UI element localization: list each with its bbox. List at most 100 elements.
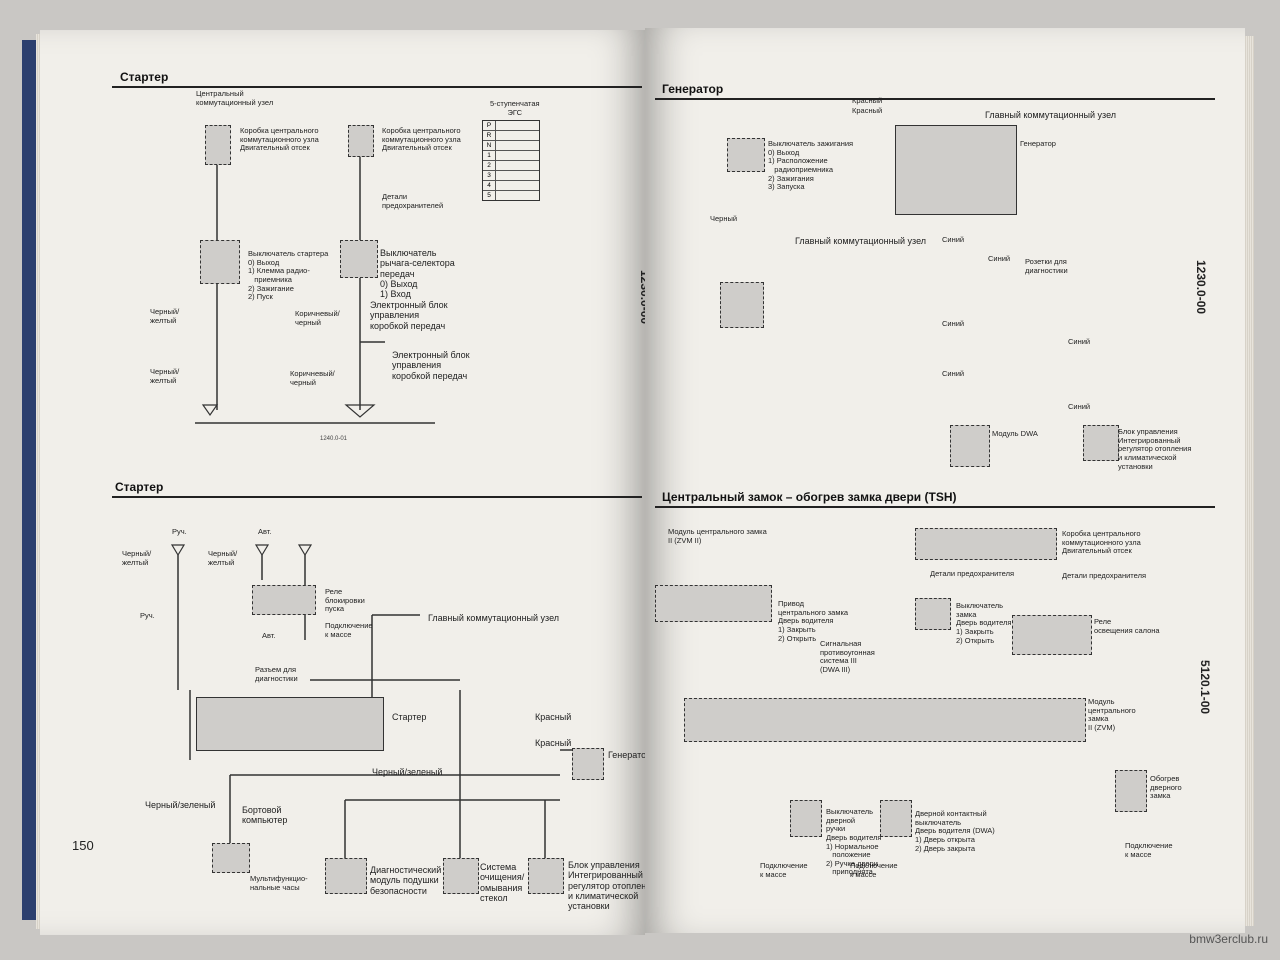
lamp-box <box>720 282 764 328</box>
gear-table-row: 3 <box>483 170 539 180</box>
clock-label: Мультифункцио- нальные часы <box>250 874 308 892</box>
climate-label: Блок управления Интегрированный регулято… <box>568 860 657 912</box>
ground-label: Подключение к массе <box>325 621 373 639</box>
alarm-label: Сигнальная противоугонная система III (D… <box>820 639 875 674</box>
watermark: bmw3erclub.ru <box>1189 932 1268 946</box>
gear-table-row: P <box>483 121 539 130</box>
blue-2: Синий <box>988 254 1011 263</box>
gen-climate-label: Блок управления Интегрированный регулято… <box>1118 427 1192 471</box>
lock-switch-label: Выключатель замка Дверь водителя 1) Закр… <box>956 601 1012 645</box>
zvm-module-bar <box>684 698 1086 742</box>
lock-fuses-label: Детали предохранителя <box>930 569 1015 578</box>
ecu-b-label: Электронный блок управления коробкой пер… <box>392 350 470 381</box>
actuator-box <box>655 585 772 622</box>
gear-table-cell: 3 <box>483 171 496 180</box>
gear-table-title: 5-ступенчатая ЭГС <box>490 99 540 117</box>
contact-label: Дверной контактный выключатель Дверь вод… <box>915 809 995 853</box>
climate-box <box>528 858 564 894</box>
starter-title-2: Стартер <box>115 480 164 494</box>
lock-box-label: Коробка центрального коммутационного узл… <box>1062 529 1141 556</box>
gear-table-cell: R <box>483 131 496 140</box>
wire-d-label: Коричневый/ черный <box>290 369 335 387</box>
computer-box <box>212 843 250 873</box>
selector-switch-label: Выключатель рычага-селектора передач 0) … <box>380 248 455 300</box>
starter-motor-box <box>196 697 384 751</box>
airbag-box <box>325 858 367 894</box>
interior-relay-box <box>1012 615 1092 655</box>
page-number: 150 <box>72 838 94 853</box>
section-rule-3 <box>655 98 1215 100</box>
auto-label: Авт. <box>258 527 272 536</box>
manual-label-2: Руч. <box>140 611 155 620</box>
gear-table-cell: P <box>483 121 496 130</box>
generator-title: Генератор <box>662 82 724 96</box>
generator-label: Генератор <box>608 750 652 760</box>
generator-unit <box>895 125 1017 215</box>
dwa-box <box>950 425 990 467</box>
blue-6: Синий <box>1068 402 1091 411</box>
ign-switch-box <box>727 138 765 172</box>
dwa-label: Модуль DWA <box>992 429 1038 438</box>
fuse-detail-label: Детали предохранителей <box>382 192 444 210</box>
handle-switch-box <box>790 800 822 837</box>
svg-text:1240.0-01: 1240.0-01 <box>320 436 348 442</box>
dash-label: Розетки для диагностики <box>1025 257 1068 275</box>
gen-main-node: Главный коммутационный узел <box>985 110 1117 120</box>
wire-a-label: Черный/ желтый <box>150 307 180 325</box>
bk-grn-1: Черный/зеленый <box>372 767 443 777</box>
fuse-box-a-label: Коробка центрального коммутационного узл… <box>240 126 319 153</box>
lock-ground-1: Подключение к массе <box>760 861 808 879</box>
lock-fuse-box <box>915 528 1057 560</box>
red-label-1: Красный <box>535 712 572 722</box>
lock-switch-box <box>915 598 951 630</box>
gear-table-row: R <box>483 130 539 140</box>
wash-label: Система очищения/ омывания стекол <box>480 862 525 904</box>
gear-table-cell: 1 <box>483 151 496 160</box>
computer-label: Бортовой компьютер <box>242 805 288 826</box>
main-node-label: Главный коммутационный узел <box>428 613 560 623</box>
actuator-label: Привод центрального замка Дверь водителя… <box>778 599 849 643</box>
gear-table-cell: 2 <box>483 161 496 170</box>
gear-table-row: 4 <box>483 180 539 190</box>
blue-1: Синий <box>942 235 965 244</box>
ign-switch-label: Выключатель зажигания 0) Выход 1) Распол… <box>768 139 854 192</box>
fuse-box-b <box>348 125 374 157</box>
lock-ground-2: Подключение к массе <box>850 861 898 879</box>
gear-table-row: N <box>483 140 539 150</box>
auto-label-2: Авт. <box>262 631 276 640</box>
gear-table-cell: N <box>483 141 496 150</box>
gen-main-node-2: Главный коммутационный узел <box>795 236 927 246</box>
relay-box <box>252 585 316 615</box>
gear-table-cell: 4 <box>483 181 496 190</box>
blue-4: Синий <box>1068 337 1091 346</box>
interior-relay-label: Реле освещения салона <box>1094 617 1160 635</box>
gear-table-row: 5 <box>483 190 539 200</box>
gear-table-row: 1 <box>483 150 539 160</box>
bk-yel-1: Черный/ желтый <box>122 549 152 567</box>
lock-module-label: Модуль центрального замка II (ZVM II) <box>668 527 767 545</box>
starter-title-1: Стартер <box>120 70 169 84</box>
blue-3: Синий <box>942 319 965 328</box>
lock-ground-3: Подключение к массе <box>1125 841 1173 859</box>
diag-label: Разъем для диагностики <box>255 665 298 683</box>
handle-label: Выключатель дверной ручки Дверь водителя… <box>826 807 882 877</box>
wire-b-label: Черный/ желтый <box>150 367 180 385</box>
starter-switch-box <box>200 240 240 284</box>
gear-table-row: 2 <box>483 160 539 170</box>
gear-table-cell: 5 <box>483 191 496 200</box>
section-rule-2 <box>112 496 642 498</box>
lock-title: Центральный замок – обогрев замка двери … <box>662 490 957 504</box>
heater-label: Обогрев дверного замка <box>1150 774 1182 801</box>
bk-yel-2: Черный/ желтый <box>208 549 238 567</box>
center-node-label: Центральный коммутационный узел <box>196 89 274 107</box>
ecu-a-label: Электронный блок управления коробкой пер… <box>370 300 448 331</box>
starter-label: Стартер <box>392 712 427 722</box>
relay-label: Реле блокировки пуска <box>325 587 365 614</box>
section-rule <box>112 86 642 88</box>
red-label-2: Красный <box>535 738 572 748</box>
red-label-4: Красный <box>852 106 883 115</box>
black-label: Черный <box>710 214 738 223</box>
fuse-box-b-label: Коробка центрального коммутационного узл… <box>382 126 461 153</box>
